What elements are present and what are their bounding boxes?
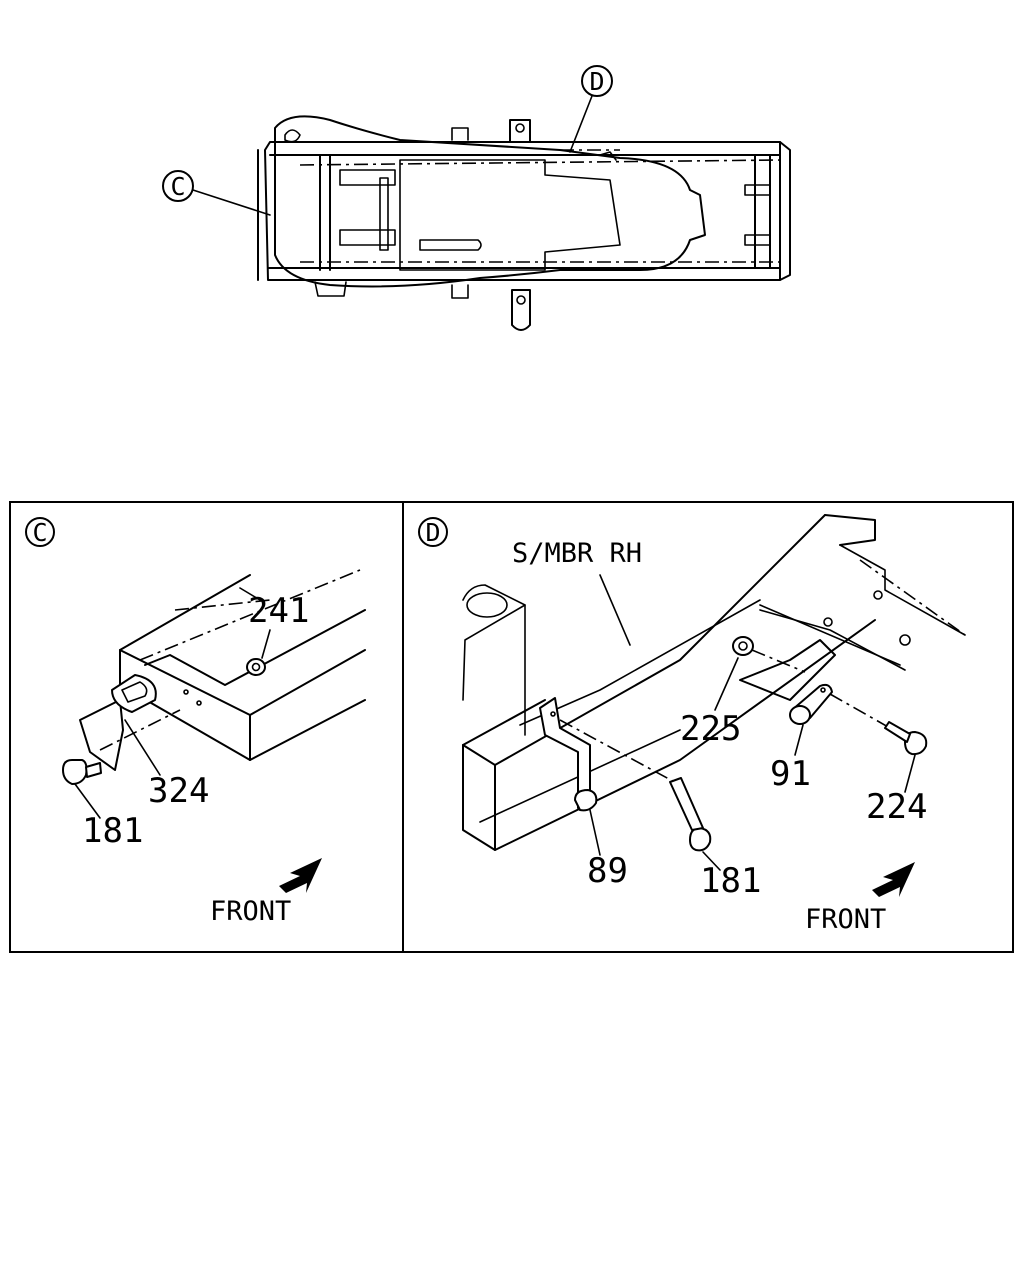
leader-181-d [702,851,721,871]
leader-224 [904,754,916,793]
detail-panels-frame [9,501,1014,953]
front-arrow-icon-d [872,862,915,897]
panel-d-tag: D [425,518,440,547]
callout-d-circle [581,65,613,97]
callout-c-label: C [170,172,185,201]
part-91-label: 91 [770,754,811,794]
callout-d-label: D [589,67,604,96]
panel-d: D S/MBR RH [418,514,966,935]
leader-89 [589,809,601,856]
callout-c-leader [192,189,271,216]
leader-225 [714,657,739,711]
front-arrow-icon-c [279,858,322,893]
part-324-label: 324 [148,771,209,811]
part-225-label: 225 [680,709,741,749]
panel-c: C 241 324 181 FRONT [25,517,366,927]
leader-181-c [74,783,101,819]
callout-c-circle [162,170,194,202]
part-224-label: 224 [866,787,927,827]
leader-member [599,574,631,646]
panel-c-tag: C [32,518,47,547]
front-label-c: FRONT [210,896,291,927]
part-181-label-c: 181 [82,811,143,851]
front-label-d: FRONT [805,904,886,935]
part-241-label: 241 [248,591,309,631]
part-181-label-d: 181 [700,861,761,901]
panel-d-tag-circle [418,517,448,547]
member-label: S/MBR RH [512,538,642,569]
panel-c-tag-circle [25,517,55,547]
callout-d-leader [569,95,593,153]
leader-324 [124,719,161,776]
leader-91 [794,724,804,756]
chassis-overview: C D [162,65,791,331]
part-89-label: 89 [587,851,628,891]
leader-241 [261,629,271,659]
